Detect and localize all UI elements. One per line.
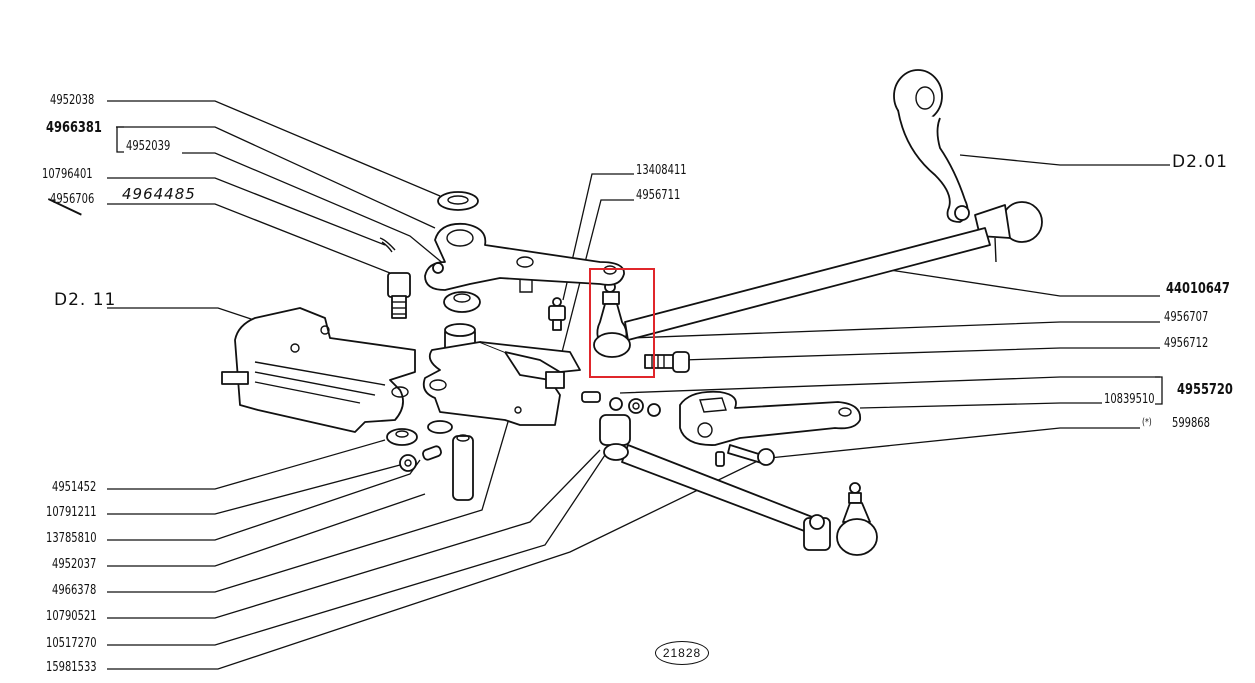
part-steering-arm (679, 390, 861, 446)
part-grease-nipple (548, 297, 566, 331)
leader-4956711 (559, 199, 634, 361)
leader-4964485 (107, 203, 391, 274)
label-4951452: 4951452 (52, 480, 97, 495)
part-nut-and-screw (399, 445, 442, 472)
part-washers-lower (386, 420, 453, 446)
label-13785810: 13785810 (46, 531, 97, 546)
leader-lines (107, 100, 1170, 670)
leader-4966381 (116, 126, 436, 229)
leader-4952038 (107, 100, 441, 197)
leader-10791211 (107, 464, 401, 515)
part-bolt-and-pin (715, 444, 775, 467)
part-bolt-4956712 (644, 351, 690, 373)
part-washer-top (437, 191, 479, 211)
leader-15981533 (107, 454, 771, 670)
leader-44010647 (889, 269, 1160, 297)
bracket-4955720 (1155, 376, 1163, 405)
leader-4966378 (107, 414, 511, 593)
label-D2-11: D2. 11 (54, 290, 117, 310)
label-10790521: 10790521 (46, 609, 97, 624)
part-pitman-arm (893, 69, 1043, 263)
leader-599868 (749, 427, 1140, 461)
label-4956707: 4956707 (1164, 310, 1209, 325)
leader-4956712 (681, 347, 1160, 361)
label-4966381: 4966381 (46, 118, 102, 136)
part-steering-box-d2-11 (221, 307, 416, 433)
label-4952037: 4952037 (52, 557, 97, 572)
leader-4956707 (629, 321, 1160, 339)
part-tie-rod-end-right (803, 482, 878, 556)
part-center-drag-link (624, 227, 991, 341)
leader-10790521 (107, 449, 601, 619)
leader-D2.01 (959, 154, 1170, 166)
label-4956711: 4956711 (636, 188, 681, 203)
part-ball-joint-highlighted (593, 281, 631, 358)
part-bushing-upper (443, 291, 481, 313)
leader-10796401 (107, 177, 386, 246)
leader-10517270 (107, 439, 616, 646)
leader-4955720-top (619, 376, 1160, 394)
label-asterisk-prefix: (*) (1142, 417, 1152, 428)
label-D2-01: D2.01 (1172, 152, 1228, 172)
leader-4951452 (107, 439, 386, 490)
label-44010647: 44010647 (1166, 279, 1230, 297)
label-599868: 599868 (1172, 416, 1210, 431)
plate-number-badge: 21828 (655, 641, 709, 665)
label-10796401: 10796401 (42, 167, 93, 182)
highlight-box-ball-joint (589, 268, 655, 378)
part-cotter-pin (379, 237, 396, 253)
label-4956706-struck: 4956706 (47, 192, 95, 216)
part-pin-lower (452, 434, 474, 501)
label-4955720: 4955720 (1177, 380, 1233, 398)
leader-10839510 (859, 402, 1102, 409)
label-4952038: 4952038 (50, 93, 95, 108)
label-15981533: 15981533 (46, 660, 97, 675)
leader-D2.11 (107, 307, 261, 323)
plate-number: 21828 (662, 646, 702, 660)
label-10839510: 10839510 (1104, 392, 1155, 407)
part-tie-rod (581, 391, 821, 536)
part-lower-idler-bracket (422, 323, 581, 426)
part-stud-bolt (387, 272, 411, 319)
label-4966378: 4966378 (52, 583, 97, 598)
label-4952039: 4952039 (126, 139, 171, 154)
bracket-4966381 (116, 126, 124, 153)
label-4956706: 4956706 (50, 192, 95, 207)
label-10517270: 10517270 (46, 636, 97, 651)
part-upper-idler-arm (424, 222, 625, 293)
label-4956712: 4956712 (1164, 336, 1209, 351)
label-10791211: 10791211 (46, 505, 97, 520)
label-13408411: 13408411 (636, 163, 687, 178)
label-4964485-handwritten: 4964485 (122, 185, 196, 203)
leader-4952037 (107, 493, 426, 567)
leader-4952039 (182, 152, 446, 266)
